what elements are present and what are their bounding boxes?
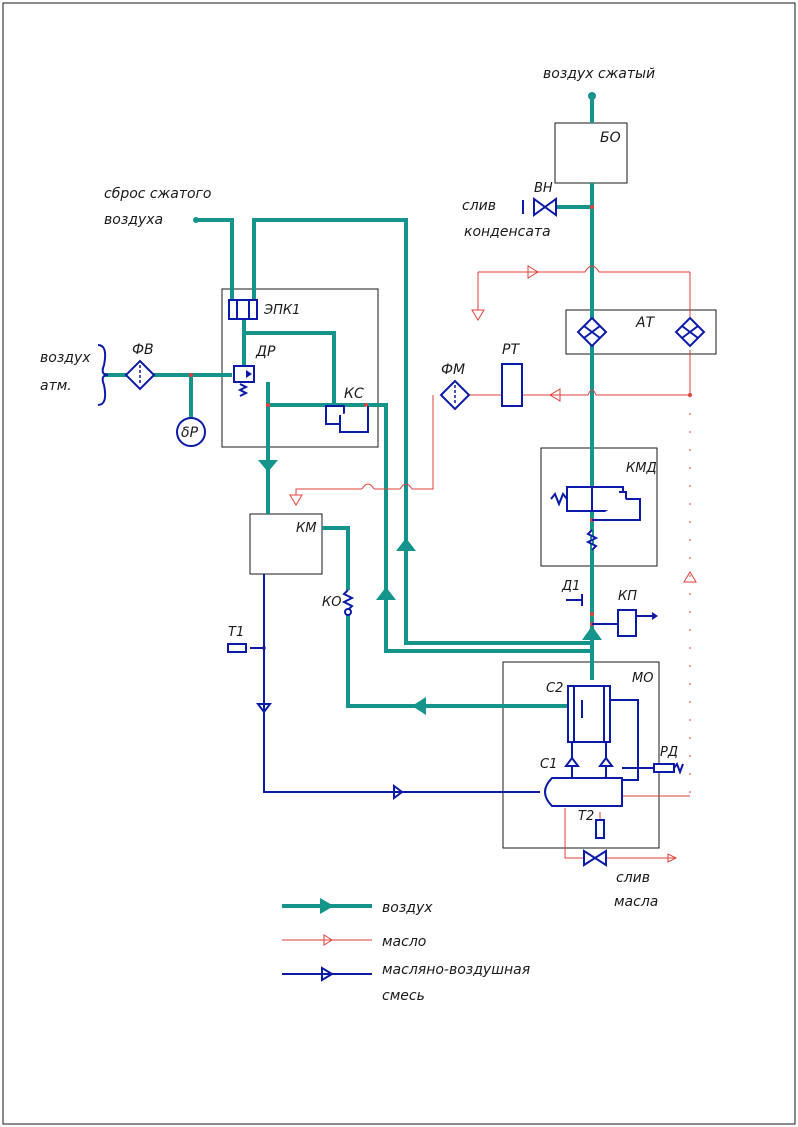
label-c2: С2 [546,681,563,696]
label-condensate-2: конденсата [464,224,551,240]
block-km [249,513,323,575]
fv-filter-icon[interactable] [97,344,156,406]
label-d1: Д1 [561,579,580,594]
oil-lines [189,205,697,863]
legend-oil-label: масло [382,934,426,950]
d1-sensor-icon[interactable] [566,594,583,606]
label-vn: ВН [534,181,553,196]
legend [282,898,372,982]
ko-valve-icon[interactable] [341,589,355,616]
rd-relay-icon[interactable] [622,761,684,775]
label-kp: КП [618,589,637,604]
label-rt: РТ [502,342,520,358]
oil-drain-valve-icon[interactable] [583,849,607,867]
label-atm-1: воздух [40,350,91,366]
mix-lines [250,574,639,800]
legend-air-label: воздух [382,900,433,916]
label-vent-1: сброс сжатого [104,186,211,202]
kmd-valve-icon[interactable] [550,486,641,551]
label-bo: БО [600,130,621,146]
label-fv: ФВ [132,342,154,358]
label-atm-2: атм. [40,378,72,394]
label-t1: Т1 [228,625,244,640]
c1-tank-icon[interactable] [544,742,623,807]
label-ko: КО [322,595,341,610]
c2-separator-icon[interactable] [567,685,611,743]
block-bo [554,122,628,184]
ks-valve-icon[interactable] [325,405,369,433]
legend-mix-label-1: масляно-воздушная [382,962,530,978]
label-compressed-air: воздух сжатый [543,66,655,82]
fm-filter-icon[interactable] [439,379,471,411]
label-condensate-1: слив [462,198,496,214]
label-t2: Т2 [578,809,594,824]
rt-thermostat-icon[interactable] [501,363,523,407]
label-vent-2: воздуха [104,212,163,228]
label-oil-drain-2: масла [614,894,658,910]
label-ks: КС [344,386,364,402]
label-fm: ФМ [441,362,465,378]
label-dp: δР [181,425,199,441]
vn-valve-icon[interactable] [522,197,557,217]
label-oil-drain-1: слив [616,870,650,886]
dp-gauge-icon[interactable] [176,417,206,447]
label-c1: С1 [540,757,557,772]
label-at: АТ [635,315,656,331]
label-kmd: КМД [626,461,657,476]
t1-thermometer-icon[interactable] [227,643,247,653]
label-rd: РД [660,745,678,760]
legend-mix-label-2: смесь [382,988,425,1004]
label-mo: МО [632,671,653,686]
t2-thermometer-icon[interactable] [595,819,605,839]
at-cooler-icon[interactable] [576,316,706,348]
kp-safety-valve-icon[interactable] [592,609,658,637]
label-km: КМ [296,521,316,536]
epk1-valve-icon[interactable] [228,299,258,320]
label-epk1: ЭПК1 [263,303,300,318]
label-dr: ДР [255,344,276,360]
dr-regulator-icon[interactable] [233,365,255,397]
